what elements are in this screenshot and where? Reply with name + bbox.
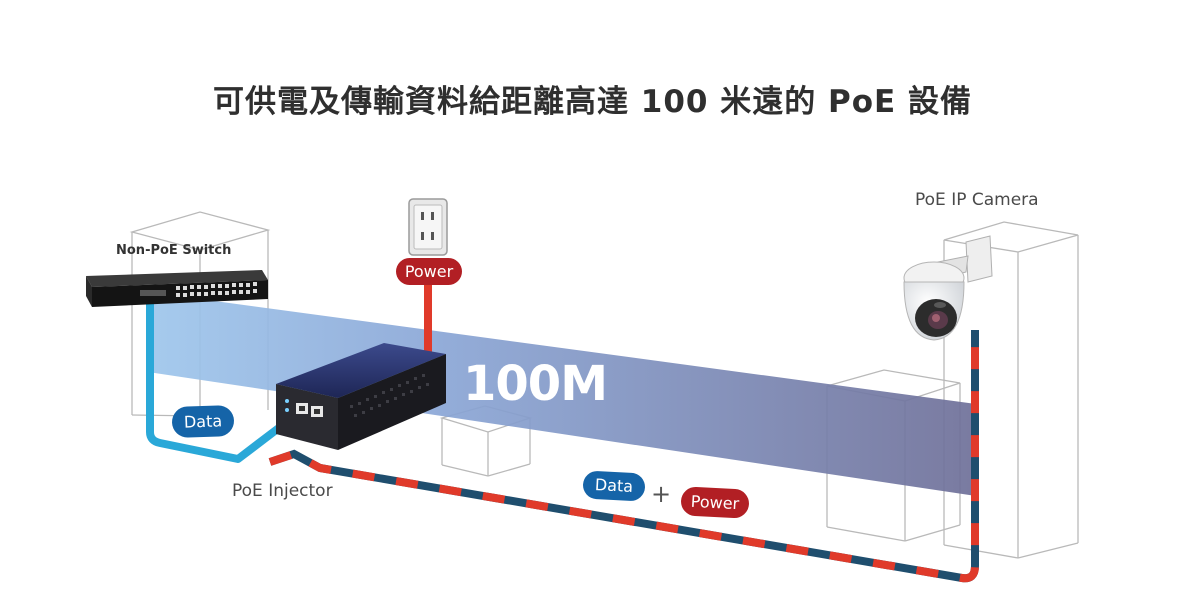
network-switch-icon [86, 270, 268, 307]
poe-injector-icon [276, 343, 446, 450]
distance-beam [148, 292, 976, 496]
power-badge-top: Power [396, 258, 462, 285]
data-badge-left: Data [171, 404, 235, 439]
dome-camera-icon [903, 235, 993, 341]
distance-label: 100M [463, 356, 608, 412]
power-badge-combo: Power [680, 486, 750, 519]
wall-outlet-icon [408, 198, 448, 256]
data-cable [146, 300, 287, 463]
plus-sign: + [651, 480, 672, 508]
camera-label: PoE IP Camera [915, 190, 1039, 210]
injector-label: PoE Injector [232, 481, 333, 501]
page-title: 可供電及傳輸資料給距離高達 100 米遠的 PoE 設備 [212, 84, 973, 120]
poe-cable [268, 330, 979, 583]
data-badge-combo: Data [582, 470, 646, 502]
switch-label: Non-PoE Switch [116, 243, 232, 258]
